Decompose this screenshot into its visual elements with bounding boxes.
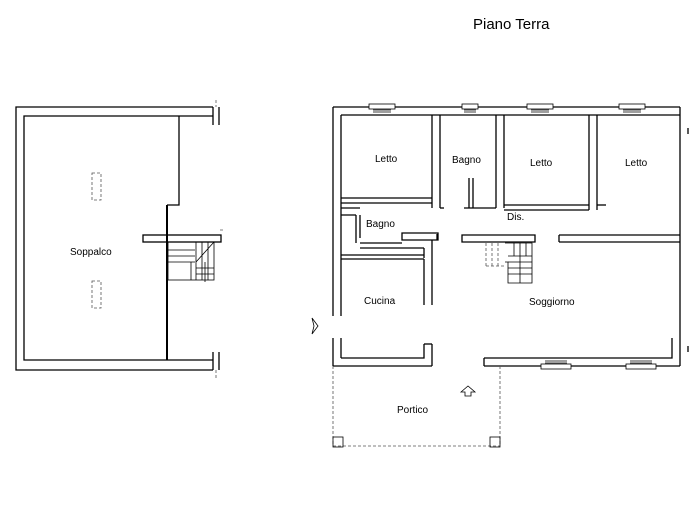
window-top-4 <box>618 103 646 110</box>
ground-outer-wall-bottom <box>333 338 680 367</box>
room-label-letto-2: Letto <box>530 158 553 169</box>
room-label-letto-3: Letto <box>625 158 648 169</box>
portico-area <box>332 366 501 448</box>
mezzanine-landing <box>142 234 222 243</box>
room-label-letto-1: Letto <box>375 154 398 165</box>
room-label-bagno-1: Bagno <box>452 155 481 166</box>
plan-title: Piano Terra <box>473 16 550 33</box>
mezzanine-outer-wall <box>15 106 213 371</box>
room-label-soppalco: Soppalco <box>70 247 112 258</box>
mezzanine-staircase <box>167 241 215 282</box>
ground-staircase <box>485 242 533 284</box>
skylight-top <box>91 172 102 201</box>
mezzanine-plan: Soppalco <box>15 100 225 380</box>
side-entrance-arrow-icon <box>311 317 319 335</box>
room-label-portico: Portico <box>397 405 429 416</box>
window-top-1 <box>368 103 396 110</box>
window-bottom-1 <box>540 363 572 370</box>
room-label-dis: Dis. <box>507 212 524 223</box>
room-label-cucina: Cucina <box>364 296 396 307</box>
window-top-2 <box>461 103 479 110</box>
ground-floor-plan: Letto Bagno Letto Letto Bagno Dis. Cucin… <box>311 103 689 448</box>
ground-outer-wall-left <box>332 107 342 366</box>
mezzanine-inner-wall <box>23 115 213 361</box>
window-top-3 <box>526 103 554 110</box>
room-label-soggiorno: Soggiorno <box>529 297 575 308</box>
main-entrance-arrow-icon <box>459 385 477 397</box>
skylight-bottom <box>91 280 102 309</box>
window-bottom-2 <box>625 363 657 370</box>
room-label-bagno-2: Bagno <box>366 219 395 230</box>
